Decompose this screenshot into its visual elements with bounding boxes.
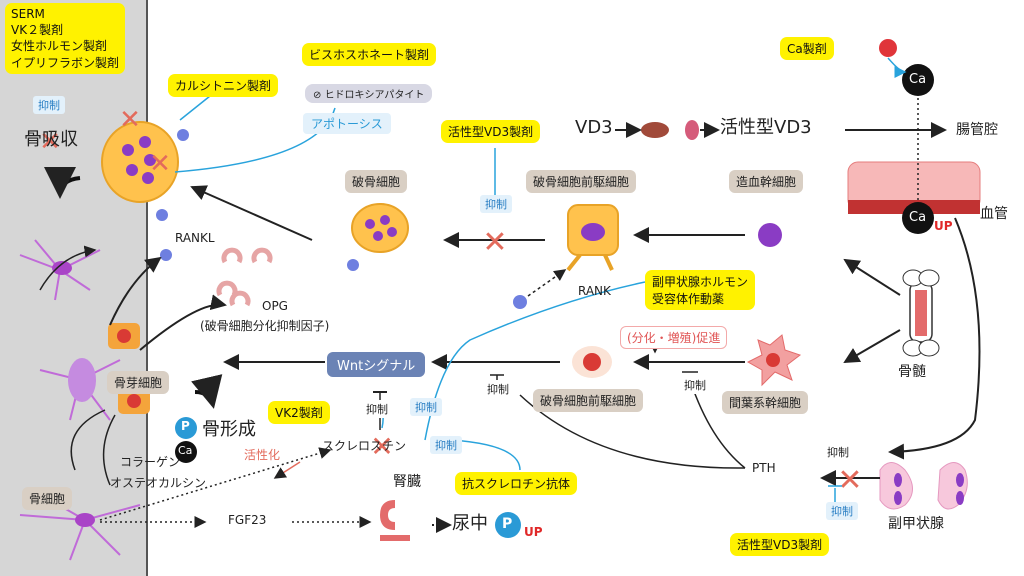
cross-calcitonin: ✕ bbox=[119, 105, 141, 135]
drug-bisphosphonate: ビスホスホネート製剤 bbox=[302, 43, 437, 66]
p-urine-text: P bbox=[502, 516, 513, 532]
osteocyte-1 bbox=[52, 261, 72, 275]
ca-agent-icon bbox=[879, 39, 897, 57]
intestine-illustration bbox=[847, 161, 981, 214]
opg-label: OPG bbox=[262, 299, 288, 313]
osteoclast-precursor-mid-label: 破骨細胞前駆細胞 bbox=[533, 389, 644, 412]
fgf23-label: FGF23 bbox=[228, 513, 267, 527]
p-up-label: UP bbox=[524, 525, 543, 539]
rank-dot bbox=[513, 295, 527, 309]
pth-label: PTH bbox=[752, 461, 776, 475]
wnt-signal-label: Wntシグナル bbox=[327, 352, 426, 377]
promotion-label: (分化・増殖)促進 bbox=[620, 326, 728, 349]
inhibit-tag-pth-2: 抑制 bbox=[680, 376, 710, 394]
drug-anti-sclerostin: 抗スクレロチン抗体 bbox=[455, 472, 578, 495]
cross-sclerostin: ✕ bbox=[370, 430, 393, 463]
cross-vd3: ✕ bbox=[482, 225, 507, 260]
bone-surface bbox=[0, 0, 148, 576]
hydroxyapatite-label: ヒドロキシアパタイト bbox=[324, 90, 425, 101]
drug-vk2-a: VK２製剤 bbox=[11, 23, 64, 38]
osteoblast-label: 骨芽細胞 bbox=[107, 371, 170, 394]
activation-label: 活性化 bbox=[244, 448, 281, 462]
hsc-cell bbox=[758, 223, 782, 247]
ca-circle-top bbox=[902, 64, 934, 96]
ca-circle-blood bbox=[902, 202, 934, 234]
sclerostin-label: スクレロスチン bbox=[322, 439, 407, 453]
inhibit-tag-vd3: 抑制 bbox=[480, 195, 512, 213]
inhibit-tag-pth-1: 抑制 bbox=[483, 380, 513, 398]
rankl-dot-2 bbox=[156, 209, 168, 221]
urine-label: 尿中 bbox=[452, 513, 488, 534]
hsc-label: 造血幹細胞 bbox=[729, 170, 804, 193]
active-vd3-label: 活性型VD3 bbox=[720, 117, 812, 138]
kidney-icon bbox=[380, 500, 410, 541]
drug-serm: SERM bbox=[11, 7, 45, 21]
drug-serm-group: SERM VK２製剤 女性ホルモン製剤 イプリフラボン製剤 bbox=[5, 3, 126, 74]
inhibit-tag-vd3-bottom: 抑制 bbox=[826, 502, 858, 520]
drug-active-vd3-top: 活性型VD3製剤 bbox=[441, 120, 541, 143]
p-circle-urine bbox=[495, 512, 521, 538]
drug-calcitonin: カルシトニン製剤 bbox=[168, 74, 279, 97]
vd3-label: VD3 bbox=[575, 117, 613, 138]
ca-circle-bone bbox=[175, 441, 197, 463]
collagen-label: コラーゲン bbox=[120, 455, 181, 469]
bone-resorption-label: 骨吸収 bbox=[24, 129, 78, 150]
drug-vk2: VK2製剤 bbox=[268, 401, 330, 424]
ca-up-label: UP bbox=[934, 219, 953, 233]
drug-pth-agonist: 副甲状腺ホルモン 受容体作動薬 bbox=[645, 270, 756, 310]
rank-label: RANK bbox=[578, 284, 611, 298]
cross-bisphosphonate: ✕ bbox=[149, 149, 171, 179]
hydroxyapatite-tag: ⊘ ヒドロキシアパタイト bbox=[305, 84, 433, 103]
drug-ipriflavone: イプリフラボン製剤 bbox=[11, 55, 120, 70]
bone-formation-label: 骨形成 bbox=[202, 419, 256, 440]
osteoclast-label: 破骨細胞 bbox=[345, 170, 408, 193]
kidney-icon-small bbox=[685, 120, 699, 140]
drug-female-hormone: 女性ホルモン製剤 bbox=[11, 39, 108, 54]
resorption-arrow bbox=[44, 166, 81, 199]
opg-desc-label: (破骨細胞分化抑制因子) bbox=[200, 319, 330, 333]
inhibit-tag-antibody: 抑制 bbox=[430, 436, 462, 454]
opg-molecules bbox=[216, 247, 273, 307]
cross-parathyroid: ✕ bbox=[837, 463, 862, 498]
osteocyte-3 bbox=[75, 513, 95, 527]
drug-active-vd3-bottom: 活性型VD3製剤 bbox=[730, 533, 830, 556]
osteocyte-label: 骨細胞 bbox=[22, 487, 73, 510]
rankl-dot-3 bbox=[160, 249, 172, 261]
ca-bone-text: Ca bbox=[178, 444, 193, 457]
msc-label: 間葉系幹細胞 bbox=[722, 391, 809, 414]
parathyroid-icon bbox=[879, 462, 968, 510]
drug-ca: Ca製剤 bbox=[780, 37, 834, 60]
rankl-label: RANKL bbox=[175, 231, 215, 245]
ca-blood-text: Ca bbox=[909, 210, 927, 225]
parathyroid-label: 副甲状腺 bbox=[888, 516, 944, 532]
inhibit-tag-serm: 抑制 bbox=[33, 96, 65, 114]
blood-vessel-label: 血管 bbox=[980, 206, 1008, 222]
cross-resorption: ✕ bbox=[39, 127, 61, 157]
inhibit-tag-pth-agonist: 抑制 bbox=[410, 398, 442, 416]
apoptosis-tag: アポトーシス bbox=[303, 113, 391, 134]
bone-marrow-label: 骨髄 bbox=[898, 364, 926, 380]
p-circle-bone bbox=[175, 417, 197, 439]
osteoclast-mid bbox=[347, 203, 409, 271]
osteoclast-precursor-top-label: 破骨細胞前駆細胞 bbox=[526, 170, 637, 193]
inhibit-tag-ca: 抑制 bbox=[823, 443, 853, 461]
osteocyte-2 bbox=[68, 358, 96, 402]
osteoclast-precursor-top bbox=[566, 204, 619, 272]
ca-top-text: Ca bbox=[909, 72, 927, 87]
rankl-dot-1 bbox=[177, 129, 189, 141]
kidney-label: 腎臓 bbox=[393, 474, 421, 490]
intestinal-lumen-label: 腸管腔 bbox=[956, 122, 998, 138]
liver-icon bbox=[641, 122, 669, 138]
p-bone-text: P bbox=[181, 419, 190, 433]
inhibit-tag-sclerostin: 抑制 bbox=[362, 400, 392, 418]
osteocalcin-label: オステオカルシン bbox=[110, 476, 207, 490]
bone-icon bbox=[902, 269, 940, 357]
osteoclast-active bbox=[101, 121, 179, 203]
